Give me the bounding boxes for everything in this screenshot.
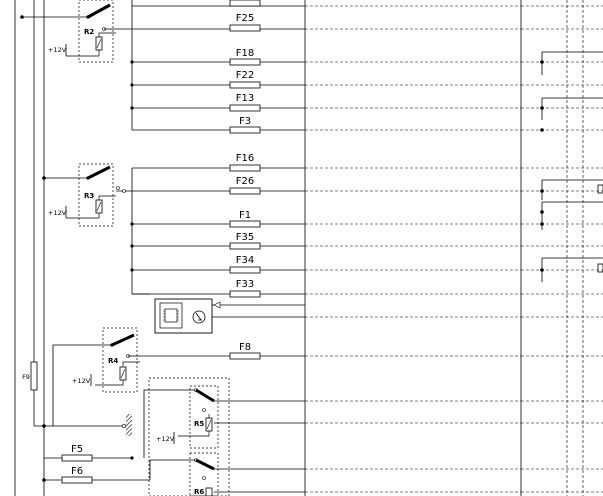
relay-r5: R5 +12V — [143, 377, 230, 496]
relay-label-r3: R3 — [84, 192, 94, 200]
fuse-label-f18: F18 — [236, 48, 254, 59]
fuse-f9: F9 — [22, 361, 38, 391]
vertical-rails — [14, 0, 522, 496]
fuse-label-f8: F8 — [239, 342, 251, 353]
supply-label-r3: +12V — [48, 209, 67, 217]
fuse-f13: F13 — [229, 93, 261, 112]
fuse-f35: F35 — [229, 232, 261, 250]
relay-label-r6: R6 — [194, 488, 204, 496]
relay-label-r5: R5 — [194, 420, 204, 428]
fuse-label-f1: F1 — [239, 210, 251, 221]
fuse-f33: F33 — [229, 279, 261, 298]
fuse-f18: F18 — [229, 48, 261, 66]
fuse-f16: F16 — [229, 153, 261, 172]
fuse-label-f34: F34 — [236, 255, 254, 266]
fuse-label-f22: F22 — [236, 70, 254, 81]
dashed-wires — [305, 5, 603, 493]
fuse-label-f35: F35 — [236, 232, 254, 243]
fuse-label-f9: F9 — [22, 373, 30, 381]
fuse-label-f33: F33 — [236, 279, 254, 290]
supply-label-r4: +12V — [72, 377, 91, 385]
supply-label-r5: +12V — [156, 435, 175, 443]
relay-label-r2: R2 — [84, 28, 94, 36]
fuse-f6: F6 — [44, 466, 150, 484]
fuse-label-f6: F6 — [71, 466, 83, 477]
fuse-f1: F1 — [229, 210, 261, 228]
relay-label-r4: R4 — [108, 357, 118, 365]
fuse-f22: F22 — [229, 70, 261, 89]
fuse-label-f25: F25 — [236, 13, 254, 24]
fuse-label-f13: F13 — [236, 93, 254, 104]
fuse-f34: F34 — [229, 255, 261, 274]
fuse-f5: F5 — [44, 444, 132, 462]
relay-r4: R4 +12V — [52, 327, 140, 426]
fuse-f3: F3 — [229, 116, 261, 134]
fuse-label-f5: F5 — [71, 444, 83, 455]
fuse-f26: F26 — [229, 176, 261, 195]
ground-symbol — [34, 414, 132, 436]
fuse-label-f16: F16 — [236, 153, 254, 164]
relay-r2: R2 +12V — [22, 0, 116, 63]
relay-r6: R6 — [149, 452, 219, 496]
vertical-dashed-rails — [566, 0, 584, 496]
relay-r3: R3 +12V — [44, 163, 126, 227]
control-module — [132, 293, 305, 334]
fuse-f25: F25 — [229, 0, 261, 32]
fuse-label-f26: F26 — [236, 176, 254, 187]
fuse-label-f3: F3 — [239, 116, 251, 127]
fuse-f8: F8 — [229, 342, 261, 360]
supply-label-r2: +12V — [48, 46, 67, 54]
right-junctions — [541, 51, 603, 282]
